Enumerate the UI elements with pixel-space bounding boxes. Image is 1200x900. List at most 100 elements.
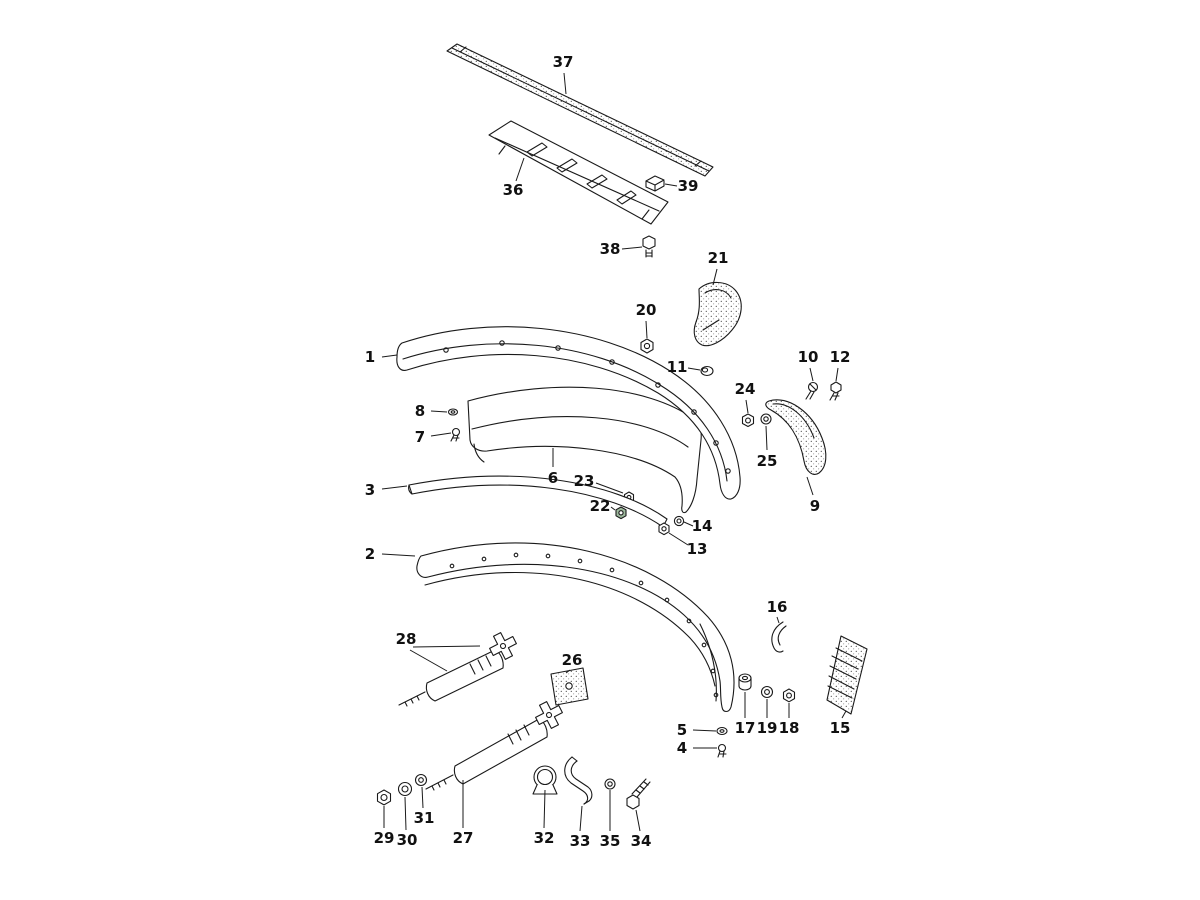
part-number-label-19: 19: [757, 719, 778, 737]
part-drawings: [376, 43, 868, 810]
part-39-clip: [645, 175, 665, 192]
part-number-label-21: 21: [708, 249, 729, 267]
part-5-grommet: [716, 726, 728, 736]
part-number-label-37: 37: [553, 53, 574, 71]
leader-line-5: [692, 729, 717, 732]
leader-line-3: [381, 485, 408, 490]
part-number-label-16: 16: [767, 598, 788, 616]
leader-line-16: [776, 616, 780, 624]
part-3-trim-strip: [408, 475, 668, 528]
part-number-label-10: 10: [798, 348, 819, 366]
leader-line-21: [712, 268, 718, 286]
part-36-mounting-panel: [488, 120, 669, 225]
part-20-nut: [640, 338, 654, 354]
part-number-label-33: 33: [570, 832, 591, 850]
part-10-screw: [805, 381, 819, 400]
part-25-washer: [760, 413, 772, 425]
part-number-label-28: 28: [396, 630, 417, 648]
part-33-bracket: [564, 756, 593, 805]
part-number-label-22: 22: [590, 497, 611, 515]
part-number-label-27: 27: [453, 829, 474, 847]
part-number-label-17: 17: [735, 719, 756, 737]
part-19-washer: [760, 685, 774, 699]
leader-line-20: [645, 320, 648, 339]
leader-line-10: [809, 367, 814, 382]
leader-line-37: [563, 72, 567, 95]
leader-line-13: [668, 532, 689, 546]
part-number-label-12: 12: [830, 348, 851, 366]
part-17-bushing: [738, 673, 752, 691]
leader-line-9: [806, 476, 814, 496]
leader-lines: [381, 72, 847, 832]
part-24-nut: [741, 413, 755, 428]
part-number-label-8: 8: [415, 402, 425, 420]
part-number-label-6: 6: [548, 469, 558, 487]
part-31-washer: [414, 773, 428, 787]
part-9-bracket-arm: [765, 399, 827, 475]
part-number-label-31: 31: [414, 809, 435, 827]
part-number-label-18: 18: [779, 719, 800, 737]
part-number-label-35: 35: [600, 832, 621, 850]
leader-line-39: [664, 183, 678, 187]
part-12-screw: [829, 381, 842, 401]
leader-line-33: [579, 805, 583, 832]
leader-line-1: [381, 354, 398, 358]
leader-line-23: [595, 482, 624, 494]
leader-line-14: [683, 521, 694, 527]
part-37-sill-strip: [446, 43, 714, 177]
part-14-nut: [673, 515, 685, 527]
leader-line-28-2: [409, 649, 448, 672]
leader-line-34: [635, 809, 641, 832]
part-26-plate: [550, 667, 589, 706]
part-34-bolt: [626, 778, 651, 810]
part-number-label-4: 4: [677, 739, 687, 757]
part-16-clip: [771, 621, 787, 653]
leader-line-26: [565, 669, 571, 674]
part-number-label-3: 3: [365, 481, 375, 499]
leader-line-2: [381, 553, 416, 557]
part-number-label-29: 29: [374, 829, 395, 847]
leader-line-30: [404, 796, 407, 831]
leader-line-12: [835, 367, 839, 382]
part-6-center-panel: [467, 386, 702, 514]
leader-line-28: [412, 645, 481, 648]
part-number-label-5: 5: [677, 721, 687, 739]
leader-line-24: [745, 399, 749, 414]
part-number-label-32: 32: [534, 829, 555, 847]
part-number-label-38: 38: [600, 240, 621, 258]
part-number-label-39: 39: [678, 177, 699, 195]
part-number-label-23: 23: [574, 472, 595, 490]
part-number-label-1: 1: [365, 348, 375, 366]
part-38-screw: [642, 235, 656, 258]
part-number-label-30: 30: [397, 831, 418, 849]
part-number-label-25: 25: [757, 452, 778, 470]
part-15-louver-bracket: [826, 635, 868, 715]
part-8-grommet: [447, 408, 459, 416]
part-28-shock-absorber-upper: [398, 632, 517, 707]
part-number-label-2: 2: [365, 545, 375, 563]
part-number-label-15: 15: [830, 719, 851, 737]
part-2-spoiler-lip: [416, 542, 735, 713]
part-number-label-20: 20: [636, 301, 657, 319]
leader-line-32: [543, 789, 546, 829]
part-35-washer: [604, 778, 616, 790]
part-number-label-14: 14: [692, 517, 713, 535]
part-18-nut: [782, 688, 796, 703]
part-number-label-9: 9: [810, 497, 820, 515]
part-number-label-24: 24: [735, 380, 756, 398]
part-13-nut: [658, 522, 670, 536]
part-7-screw: [450, 427, 461, 442]
part-32-clamp: [532, 765, 558, 795]
part-30-washer: [397, 781, 413, 797]
leader-line-31: [421, 786, 424, 809]
leader-line-7: [430, 432, 452, 437]
leader-line-22: [610, 506, 616, 511]
part-4-screw: [717, 743, 727, 758]
part-29-nut: [376, 789, 392, 806]
leader-line-38: [621, 246, 643, 250]
part-number-label-36: 36: [503, 181, 524, 199]
part-number-label-13: 13: [687, 540, 708, 558]
